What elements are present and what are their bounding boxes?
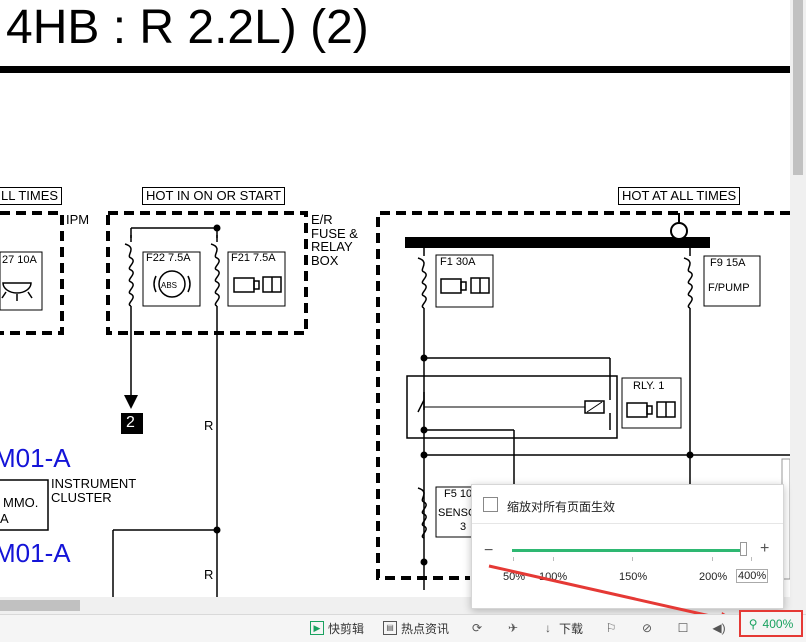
status-item-download[interactable]: ↓ 下载 bbox=[541, 620, 583, 636]
horizontal-scroll-thumb[interactable] bbox=[0, 600, 80, 611]
vertical-scroll-thumb[interactable] bbox=[793, 0, 803, 175]
zoom-tick bbox=[632, 557, 633, 561]
instrument-label: INSTRUMENT bbox=[51, 476, 137, 491]
zoom-slider-handle[interactable] bbox=[740, 542, 747, 556]
fuse-f22-label: F22 7.5A bbox=[146, 252, 191, 264]
relay-label: RLY. 1 bbox=[633, 380, 665, 392]
window-icon: ☐ bbox=[677, 621, 689, 635]
engine-book-icon bbox=[233, 276, 282, 293]
flag-icon: ⚐ bbox=[605, 621, 617, 635]
connector-marker bbox=[121, 413, 143, 434]
fuse-f1-label: F1 30A bbox=[440, 256, 476, 268]
zoom-tick-150[interactable]: 150% bbox=[619, 571, 648, 583]
connector-m01a-top[interactable]: M01-A bbox=[0, 443, 71, 473]
status-item-window[interactable]: ☐ bbox=[676, 620, 690, 636]
label-fuse: FUSE & bbox=[311, 226, 358, 241]
immo-label: MMO. bbox=[3, 495, 39, 510]
status-item-news[interactable]: ▤ 热点资讯 bbox=[383, 620, 449, 636]
lamp-icon bbox=[1, 282, 33, 301]
apply-all-pages-checkbox[interactable] bbox=[483, 497, 498, 512]
er-fuse-box bbox=[106, 211, 308, 335]
fuse-27-label: 27 10A bbox=[2, 254, 37, 266]
label-er: E/R bbox=[311, 212, 333, 227]
ipm-box bbox=[0, 211, 64, 335]
popup-divider bbox=[472, 523, 783, 524]
wire-color-r2: R bbox=[204, 567, 214, 582]
label-ipm: IPM bbox=[66, 212, 90, 227]
leaf-icon: ⊘ bbox=[641, 621, 653, 635]
sensor-label: SENSO bbox=[438, 507, 477, 519]
label-hot-in-on: HOT IN ON OR START bbox=[142, 187, 286, 205]
video-clip-icon: ▶ bbox=[310, 621, 324, 635]
status-item-clip[interactable]: ▶ 快剪辑 bbox=[310, 620, 364, 636]
news-icon: ▤ bbox=[383, 621, 397, 635]
immo-label-sub: A bbox=[0, 511, 9, 526]
zoom-tick bbox=[513, 557, 514, 561]
down-arrow bbox=[124, 395, 138, 409]
fuse-f9-label: F9 15A bbox=[710, 257, 746, 269]
status-item-leaf[interactable]: ⊘ bbox=[640, 620, 654, 636]
status-item-refresh[interactable]: ⟳ bbox=[470, 620, 484, 636]
zoom-tick-200[interactable]: 200% bbox=[699, 571, 728, 583]
status-item-clip-label: 快剪辑 bbox=[328, 621, 365, 636]
label-all-times: LL TIMES bbox=[0, 187, 63, 205]
cluster-label: CLUSTER bbox=[51, 490, 112, 505]
status-item-flag[interactable]: ⚐ bbox=[604, 620, 618, 636]
fpump-label: F/PUMP bbox=[708, 282, 750, 294]
pin-icon: ✈ bbox=[507, 621, 519, 635]
speaker-icon: ◀) bbox=[712, 621, 726, 635]
page-title: 4HB : R 2.2L) (2) bbox=[6, 1, 369, 54]
abs-label: ABS bbox=[161, 281, 178, 290]
zoom-tick-50[interactable]: 50% bbox=[503, 571, 526, 583]
status-item-pin[interactable]: ✈ bbox=[506, 620, 520, 636]
zoom-in-button[interactable]: + bbox=[760, 540, 770, 557]
sensor-number: 3 bbox=[460, 521, 467, 533]
label-relay: RELAY bbox=[311, 239, 353, 254]
download-icon: ↓ bbox=[545, 621, 551, 635]
bus-bar bbox=[405, 237, 710, 248]
zoom-tick bbox=[553, 557, 554, 561]
status-item-download-label: 下载 bbox=[559, 621, 584, 636]
magnifier-icon: ⚲ bbox=[748, 616, 758, 631]
zoom-tick-400[interactable]: 400% bbox=[736, 569, 769, 583]
abs-icon bbox=[158, 270, 186, 298]
zoom-slider-track[interactable] bbox=[512, 549, 744, 552]
wiring-diagram bbox=[0, 66, 791, 597]
status-item-news-label: 热点资讯 bbox=[401, 621, 450, 636]
apply-all-pages-label[interactable]: 缩放对所有页面生效 bbox=[507, 500, 616, 514]
zoom-out-button[interactable]: − bbox=[484, 542, 494, 559]
connector-m01a-bottom[interactable]: M01-A bbox=[0, 538, 71, 568]
refresh-icon: ⟳ bbox=[471, 621, 483, 635]
vertical-scrollbar[interactable] bbox=[790, 0, 806, 614]
relay-box bbox=[406, 375, 618, 439]
header-rule bbox=[0, 66, 790, 73]
label-hot-at-all-times: HOT AT ALL TIMES bbox=[618, 187, 741, 205]
zoom-popup: 缩放对所有页面生效 − + 50% 100% 150% 200% 400% bbox=[471, 484, 784, 609]
fuse-f5-label: F5 10 bbox=[444, 488, 473, 500]
status-bar: ▶ 快剪辑 ▤ 热点资讯 ⟳ ✈ ↓ 下载 ⚐ ⊘ ☐ ◀) bbox=[0, 614, 806, 642]
zoom-tick bbox=[751, 557, 752, 561]
zoom-level-label: 400% bbox=[762, 616, 794, 631]
fuse-f21-label: F21 7.5A bbox=[231, 252, 276, 264]
connector-number: 2 bbox=[126, 414, 135, 431]
wire-color-r1: R bbox=[204, 418, 214, 433]
zoom-button[interactable]: ⚲ 400% bbox=[739, 610, 803, 637]
zoom-tick bbox=[712, 557, 713, 561]
label-box: BOX bbox=[311, 253, 339, 268]
status-item-speaker[interactable]: ◀) bbox=[712, 620, 726, 636]
zoom-tick-100[interactable]: 100% bbox=[539, 571, 568, 583]
